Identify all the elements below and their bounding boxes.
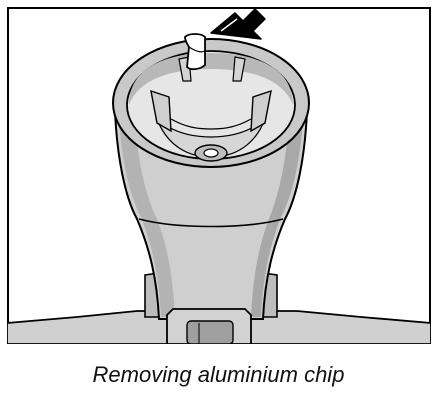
aluminium-chip-fold	[188, 46, 206, 53]
aluminium-chip-icon	[184, 33, 206, 71]
rib-back-right	[232, 56, 246, 82]
illustration-frame	[7, 7, 431, 344]
column-shade-right	[251, 117, 303, 317]
cup-inner-wall	[129, 53, 293, 105]
inner-ledge	[170, 118, 252, 130]
column-shade-left	[119, 117, 175, 317]
column-seam	[138, 218, 284, 228]
rib-right	[250, 89, 272, 133]
clamp-slot	[186, 320, 234, 344]
arrow-icon-highlight	[220, 18, 238, 32]
figure-caption: Removing aluminium chip	[92, 362, 345, 387]
rib-left	[150, 89, 172, 133]
center-hole-inner	[203, 148, 219, 158]
part-illustration	[7, 7, 431, 344]
arrow-icon	[210, 8, 266, 40]
